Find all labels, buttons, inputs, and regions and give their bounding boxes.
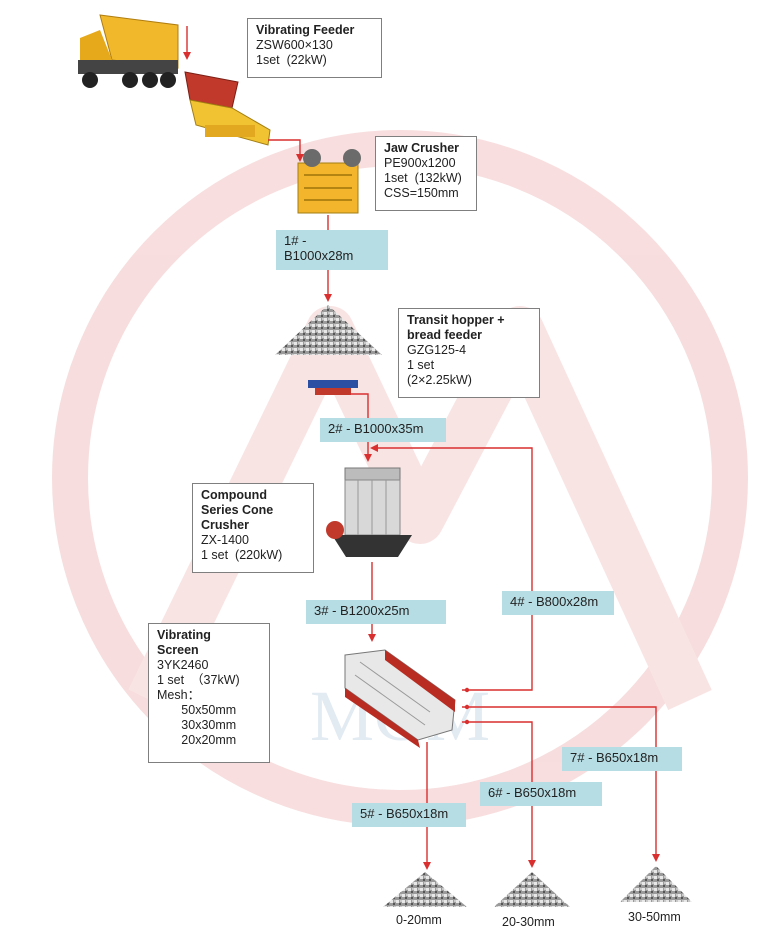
jaw-label-box: Jaw Crusher PE900x1200 1set (132kW) CSS=… xyxy=(375,136,477,211)
product-label-30-50: 30-50mm xyxy=(628,910,681,924)
screen-label-box: Vibrating Screen 3YK2460 1 set （37kW) Me… xyxy=(148,623,270,763)
product-label-0-20: 0-20mm xyxy=(396,913,442,927)
hopper-label-box: Transit hopper + bread feeder GZG125-4 1… xyxy=(398,308,540,398)
jaw-qty: 1set (132kW) xyxy=(384,171,462,185)
screen-mesh-20: 20x20mm xyxy=(157,733,237,747)
product-label-20-30: 20-30mm xyxy=(502,915,555,929)
product-pile-0-20 xyxy=(383,872,467,907)
belt-label-3: 3# - B1200x25m xyxy=(306,600,446,624)
jaw-model: PE900x1200 xyxy=(384,156,456,170)
arrow-feeder-to-jaw xyxy=(268,139,304,162)
arrow-recirculation-4 xyxy=(370,444,533,691)
screen-model: 3YK2460 xyxy=(157,658,209,672)
product-pile-30-50 xyxy=(620,866,692,902)
screen-mesh-30: 30x30mm xyxy=(157,718,237,732)
hopper-model: GZG125-4 xyxy=(407,343,467,357)
transit-hopper-image xyxy=(275,305,382,395)
vibrating-screen-image xyxy=(344,649,456,748)
arrow-screen-to-30-50 xyxy=(462,706,660,862)
jaw-css: CSS=150mm xyxy=(384,186,459,200)
screen-title: Vibrating Screen xyxy=(157,628,211,657)
belt-label-6: 6# - B650x18m xyxy=(480,782,602,806)
feeder-title: Vibrating Feeder xyxy=(256,23,355,37)
hopper-power: (2×2.25kW) xyxy=(407,373,472,387)
hopper-qty: 1 set xyxy=(407,358,435,372)
screen-mesh-label: Mesh： xyxy=(157,688,201,702)
belt-label-1: 1# - B1000x28m xyxy=(276,230,388,270)
cone-qty: 1 set (220kW) xyxy=(201,548,283,562)
feeder-qty: 1set (22kW) xyxy=(256,53,327,67)
belt-label-4: 4# - B800x28m xyxy=(502,591,614,615)
hopper-title: Transit hopper + bread feeder xyxy=(407,313,505,342)
jaw-crusher-image xyxy=(297,149,361,214)
cone-crusher-image xyxy=(326,467,412,557)
belt-label-7: 7# - B650x18m xyxy=(562,747,682,771)
belt-label-2: 2# - B1000x35m xyxy=(320,418,446,442)
vibrating-feeder-image xyxy=(184,71,271,146)
dump-truck-image xyxy=(78,14,179,88)
screen-qty: 1 set （37kW) xyxy=(157,673,240,687)
product-pile-20-30 xyxy=(494,872,570,907)
jaw-title: Jaw Crusher xyxy=(384,141,460,155)
feeder-label-box: Vibrating Feeder ZSW600×130 1set (22kW) xyxy=(247,18,382,78)
arrow-screen-to-20-30 xyxy=(462,721,536,868)
screen-mesh-50: 50x50mm xyxy=(157,703,237,717)
belt-label-5: 5# - B650x18m xyxy=(352,803,466,827)
cone-model: ZX-1400 xyxy=(201,533,249,547)
cone-title: Compound Series Cone Crusher xyxy=(201,488,274,532)
cone-label-box: Compound Series Cone Crusher ZX-1400 1 s… xyxy=(192,483,314,573)
feeder-model: ZSW600×130 xyxy=(256,38,333,52)
